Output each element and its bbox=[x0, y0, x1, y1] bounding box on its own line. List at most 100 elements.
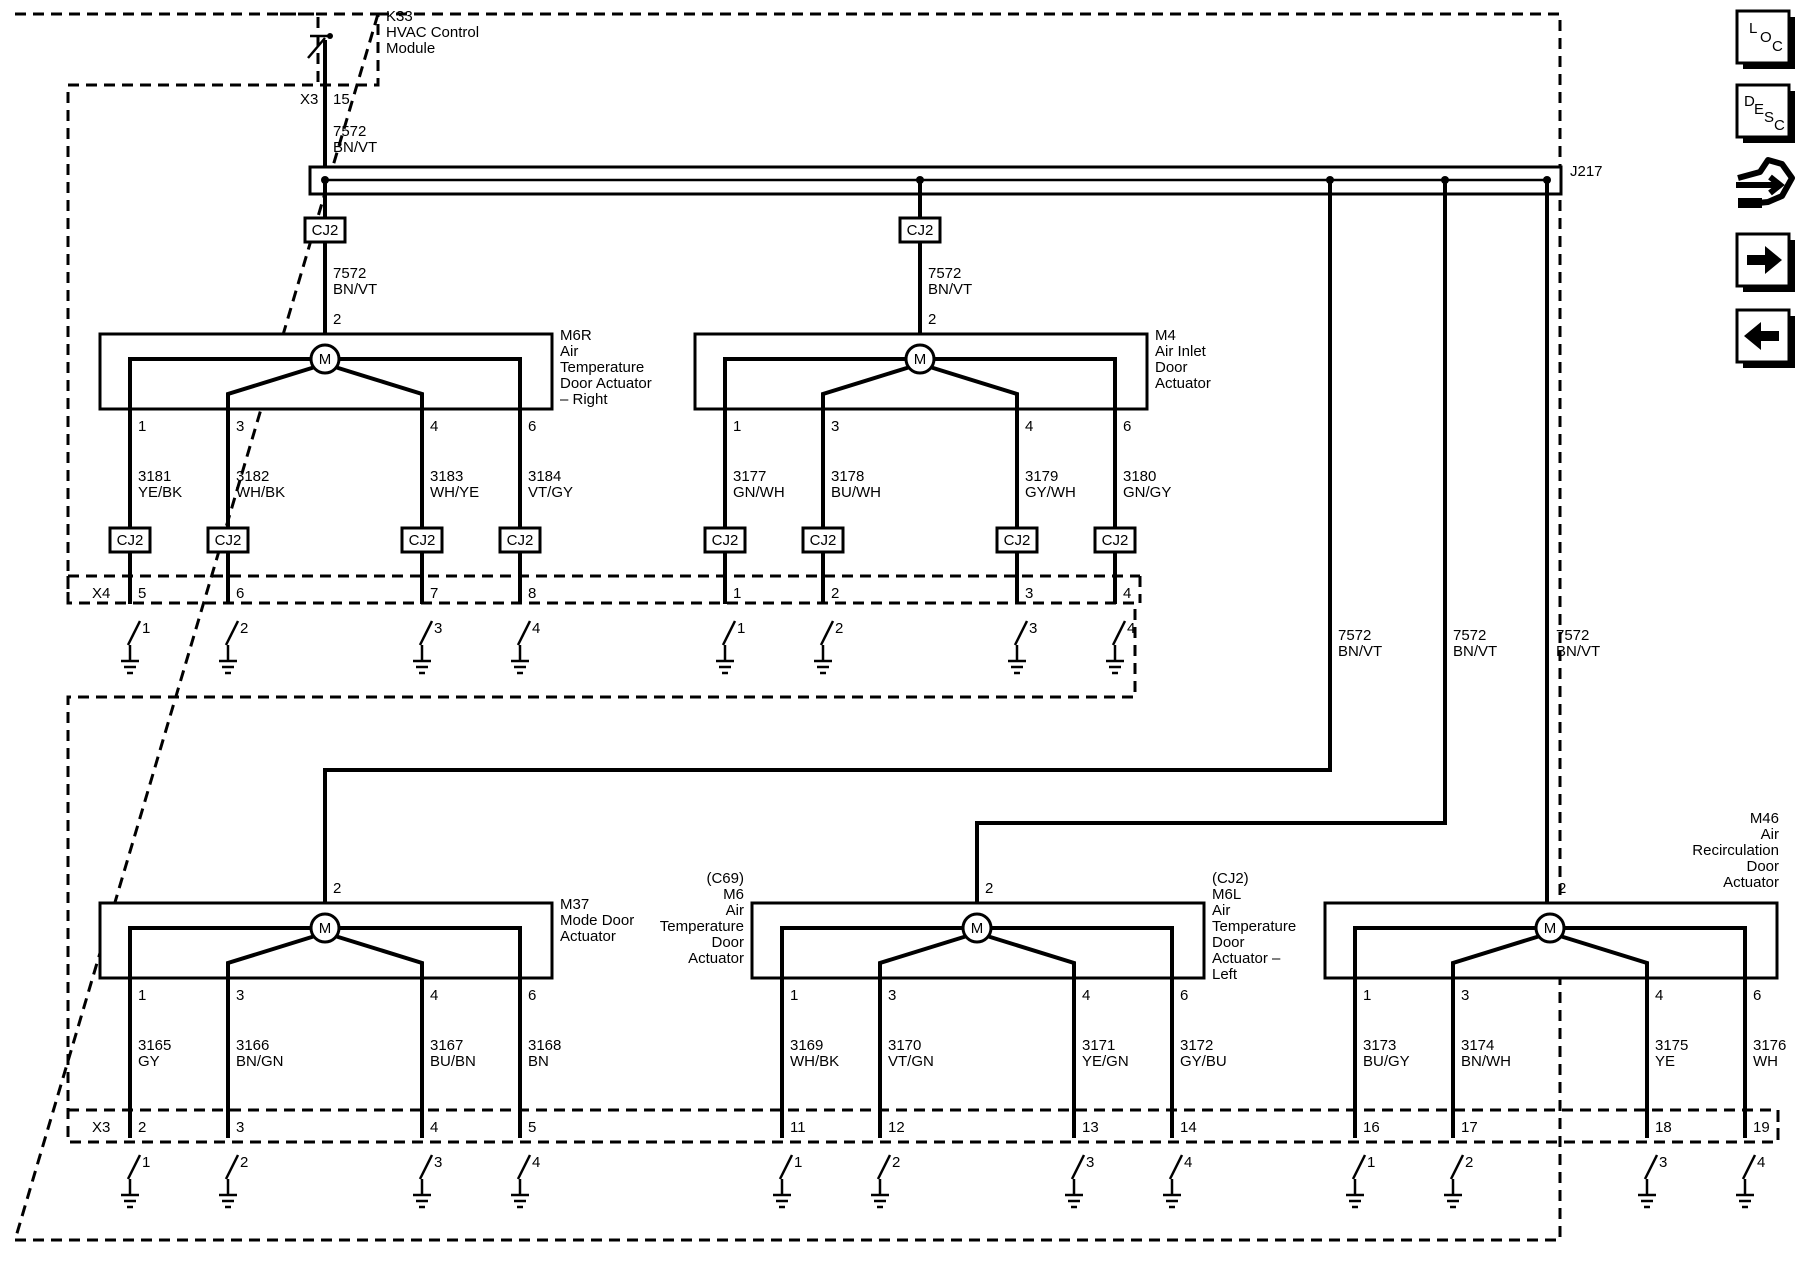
actuator-m6r-pin-6-inline-cj2-box bbox=[498, 526, 542, 554]
actuator-m6r-connector-name: X4 bbox=[92, 585, 110, 602]
actuator-m4-pin-4-ground-switch bbox=[1013, 620, 1029, 646]
module-ref: K33 bbox=[386, 8, 413, 25]
actuator-m37-pin-3-color: BN/GN bbox=[236, 1053, 284, 1070]
actuator-m37-pin-3-connector-pin: 3 bbox=[236, 1119, 244, 1136]
next-page-button[interactable] bbox=[1735, 232, 1795, 292]
actuator-m4-power-pin: 2 bbox=[928, 311, 936, 328]
actuator-m46-pin-6-connector-pin: 19 bbox=[1753, 1119, 1770, 1136]
arrow-right-icon bbox=[1747, 246, 1782, 274]
actuator-m6r-motor-symbol: M bbox=[319, 351, 332, 368]
actuator-m6r-power-inline-cj2-label: CJ2 bbox=[312, 222, 339, 239]
connector-icon bbox=[1736, 157, 1795, 208]
loc-letter-c: C bbox=[1772, 38, 1783, 55]
actuator-m37-pin-1-connector-pin: 2 bbox=[138, 1119, 146, 1136]
actuator-m6-pin-6-color: GY/BU bbox=[1180, 1053, 1227, 1070]
actuator-m37-power-circuit: 7572 bbox=[1338, 627, 1371, 644]
actuator-m4-power-inline-cj2-box bbox=[898, 216, 942, 244]
actuator-m6-desc-1: Temperature bbox=[660, 918, 744, 935]
actuator-m37-pin-1-color: GY bbox=[138, 1053, 160, 1070]
actuator-m4-pin-1-ground-number: 1 bbox=[737, 620, 745, 637]
actuator-m4-pin-1-color: GN/WH bbox=[733, 484, 785, 501]
actuator-m37-pin-6-circuit: 3168 bbox=[528, 1037, 561, 1054]
actuator-m4-pin-3-circuit: 3178 bbox=[831, 468, 864, 485]
connector-view-button[interactable] bbox=[1736, 157, 1795, 208]
actuator-m37-pin-4-color: BU/BN bbox=[430, 1053, 476, 1070]
actuator-m6r-pin-6-number: 6 bbox=[528, 418, 536, 435]
actuator-m6-pin-1-color: WH/BK bbox=[790, 1053, 839, 1070]
actuator-m46-pin-4-circuit: 3175 bbox=[1655, 1037, 1688, 1054]
actuator-m37-connector-name: X3 bbox=[92, 1119, 110, 1136]
actuator-m6-motor bbox=[961, 912, 993, 944]
actuator-m6-power-pin: 2 bbox=[985, 880, 993, 897]
actuator-m4-pin-4-number: 4 bbox=[1025, 418, 1033, 435]
actuator-m46-pin-3-number: 3 bbox=[1461, 987, 1469, 1004]
actuator-m6r-motor bbox=[309, 343, 341, 375]
actuator-m6r-pin-1-inline-cj2-box bbox=[108, 526, 152, 554]
actuator-m6r-pin-6-ground-number: 4 bbox=[532, 620, 540, 637]
actuator-m46-desc-1: Air bbox=[1761, 826, 1779, 843]
actuator-m6-motor-symbol: M bbox=[971, 920, 984, 937]
actuator-m6-pin-6-circuit: 3172 bbox=[1180, 1037, 1213, 1054]
actuator-m4-pin-3-inline-cj2-label: CJ2 bbox=[810, 532, 837, 549]
actuator-m37-pin-3-ground-number: 2 bbox=[240, 1154, 248, 1171]
actuator-m6-pin-4-circuit: 3171 bbox=[1082, 1037, 1115, 1054]
feed-color: BN/VT bbox=[333, 139, 377, 156]
actuator-m6-pin-6-number: 6 bbox=[1180, 987, 1188, 1004]
actuator-m6r-splice-dot bbox=[321, 176, 329, 184]
loc-button[interactable]: L O C bbox=[1735, 9, 1795, 69]
actuator-m4-pin-1-circuit: 3177 bbox=[733, 468, 766, 485]
actuator-m37-pin-4-number: 4 bbox=[430, 987, 438, 1004]
actuator-m6-power-color: BN/VT bbox=[1453, 643, 1497, 660]
actuator-m37-pin-6-ground-number: 4 bbox=[532, 1154, 540, 1171]
actuator-m46-power-pin: 2 bbox=[1558, 880, 1566, 897]
actuator-m46-pin-1-color: BU/GY bbox=[1363, 1053, 1410, 1070]
actuator-m46-pin-3-connector-pin: 17 bbox=[1461, 1119, 1478, 1136]
actuator-m37-pin-1-ground-number: 1 bbox=[142, 1154, 150, 1171]
actuator-m46-pin-1-ground-number: 1 bbox=[1367, 1154, 1375, 1171]
desc-letter-e: E bbox=[1754, 101, 1764, 118]
actuator-m6-pin-6-ground-number: 4 bbox=[1184, 1154, 1192, 1171]
actuator-m46-motor-symbol: M bbox=[1544, 920, 1557, 937]
actuator-m6-pin-4-color: YE/GN bbox=[1082, 1053, 1129, 1070]
actuator-m6r-pin-3-connector-pin: 6 bbox=[236, 585, 244, 602]
previous-page-button[interactable] bbox=[1735, 308, 1795, 368]
actuator-m6r-pin-6-circuit: 3184 bbox=[528, 468, 561, 485]
actuator-m46-pin-4-connector-pin: 18 bbox=[1655, 1119, 1672, 1136]
actuator-m4-pin-4-inline-cj2-box bbox=[995, 526, 1039, 554]
actuator-m6r-pin-4-circuit: 3183 bbox=[430, 468, 463, 485]
arrow-left-icon bbox=[1744, 322, 1779, 350]
actuator-m4-pin-6-number: 6 bbox=[1123, 418, 1131, 435]
actuator-m37-desc-1: Actuator bbox=[560, 928, 616, 945]
actuator-m4-power-circuit: 7572 bbox=[928, 265, 961, 282]
actuator-m37-pin-4-connector-pin: 4 bbox=[430, 1119, 438, 1136]
actuator-m46-desc-2: Recirculation bbox=[1692, 842, 1779, 859]
desc-button[interactable]: D E S C bbox=[1735, 83, 1795, 143]
module-pin: 15 bbox=[333, 91, 350, 108]
module-switch-symbol bbox=[307, 33, 333, 59]
actuator-m37-pin-6-ground-switch bbox=[516, 1154, 532, 1180]
actuator-m46-pin-3-circuit: 3174 bbox=[1461, 1037, 1494, 1054]
actuator-m46-pin-6-ground-number: 4 bbox=[1757, 1154, 1765, 1171]
actuator-m4-pin-1-inline-cj2-label: CJ2 bbox=[712, 532, 739, 549]
actuator-m6-pin-6-connector-pin: 14 bbox=[1180, 1119, 1197, 1136]
module-name-line2: Module bbox=[386, 40, 435, 57]
actuator-m6-desc-0: Air bbox=[726, 902, 744, 919]
actuator-m6r-pin-6-connector-pin: 8 bbox=[528, 585, 536, 602]
actuator-m37-pin-1-circuit: 3165 bbox=[138, 1037, 171, 1054]
actuator-m6r-pin-3-color: WH/BK bbox=[236, 484, 285, 501]
actuator-m6-desc-alt-4: Left bbox=[1212, 966, 1238, 983]
actuator-m4-pin-6-ground-switch bbox=[1111, 620, 1127, 646]
actuator-m6r-pin-1-circuit: 3181 bbox=[138, 468, 171, 485]
feed-circuit: 7572 bbox=[333, 123, 366, 140]
actuator-m6-ref: M6 bbox=[723, 886, 744, 903]
actuator-m37-power-pin: 2 bbox=[333, 880, 341, 897]
actuator-m6-pin-1-ground-number: 1 bbox=[794, 1154, 802, 1171]
actuator-m4-pin-4-inline-cj2-label: CJ2 bbox=[1004, 532, 1031, 549]
actuator-m46-pin-1-circuit: 3173 bbox=[1363, 1037, 1396, 1054]
actuator-m6r-pin-6-color: VT/GY bbox=[528, 484, 573, 501]
actuator-m37-power-wire bbox=[323, 180, 1332, 903]
actuator-m6-desc-3: Actuator bbox=[688, 950, 744, 967]
actuator-m6r-pin-1-connector-pin: 5 bbox=[138, 585, 146, 602]
actuator-m4-splice-dot bbox=[916, 176, 924, 184]
module-boundary bbox=[66, 12, 1780, 1144]
